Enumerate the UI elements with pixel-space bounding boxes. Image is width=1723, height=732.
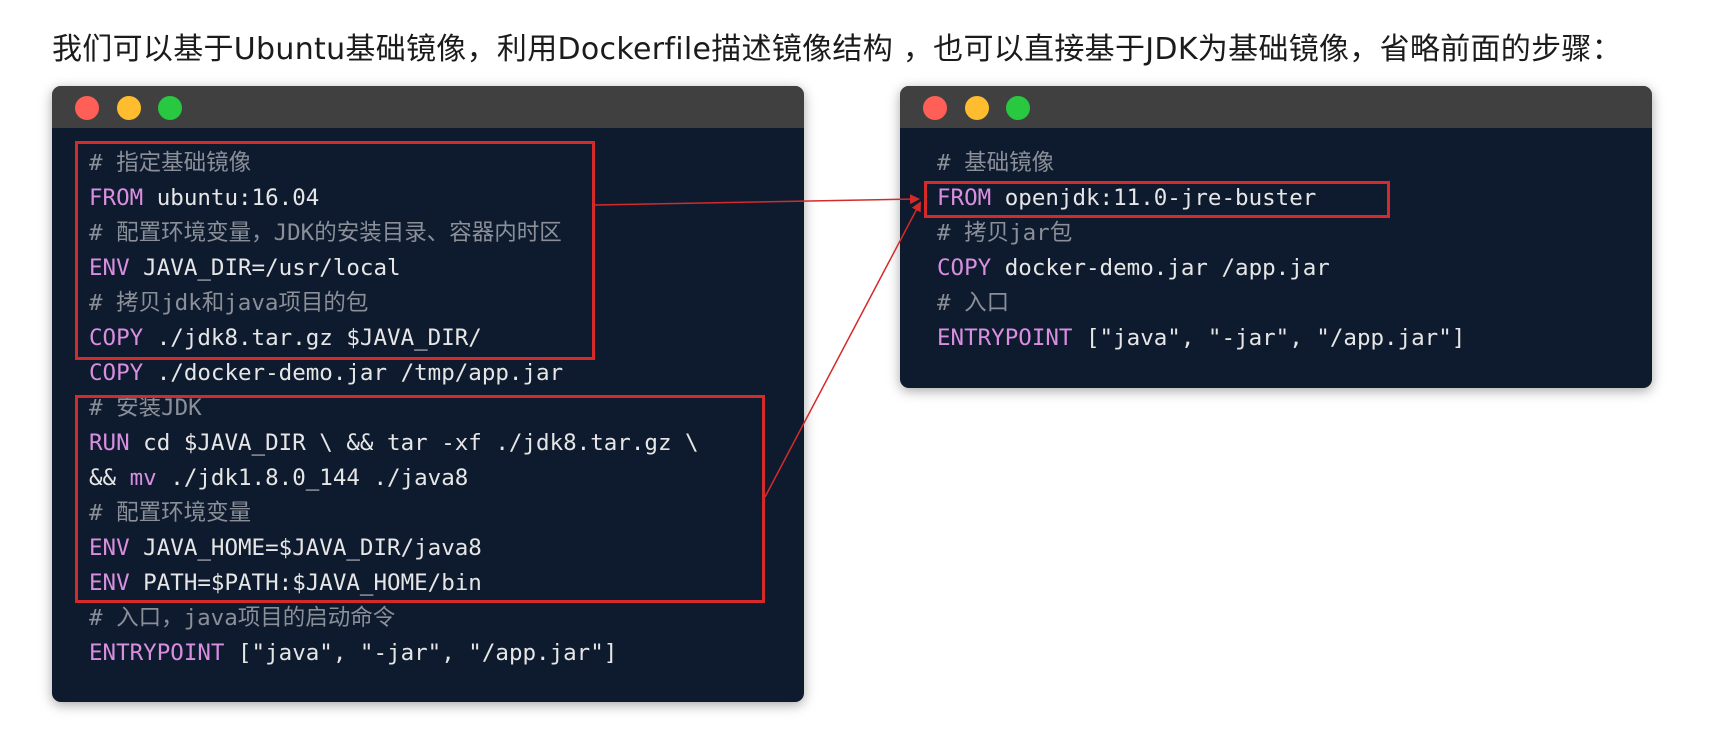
code-block: # 基础镜像 FROM openjdk:11.0-jre-buster # 拷贝… (937, 146, 1465, 356)
code-line-comment: # 入口，java项目的启动命令 (89, 605, 396, 631)
code-line-comment: # 指定基础镜像 (89, 150, 252, 176)
close-dot-icon[interactable] (923, 96, 947, 120)
code-line-comment: # 配置环境变量 (89, 500, 252, 526)
keyword: ENV (89, 255, 130, 281)
close-dot-icon[interactable] (75, 96, 99, 120)
code-line: COPY docker-demo.jar /app.jar (937, 255, 1330, 281)
code-line: ENTRYPOINT ["java", "-jar", "/app.jar"] (937, 325, 1466, 351)
keyword: ENTRYPOINT (937, 325, 1073, 351)
window-titlebar (900, 86, 1652, 128)
code-line: FROM openjdk:11.0-jre-buster (937, 185, 1317, 211)
maximize-dot-icon[interactable] (158, 96, 182, 120)
keyword: mv (129, 465, 157, 491)
code-line: ENV JAVA_DIR=/usr/local (89, 255, 401, 281)
keyword: ENV (89, 535, 130, 561)
minimize-dot-icon[interactable] (117, 96, 141, 120)
keyword: COPY (89, 360, 144, 386)
keyword: FROM (937, 185, 992, 211)
maximize-dot-icon[interactable] (1006, 96, 1030, 120)
keyword: ENTRYPOINT (89, 640, 225, 666)
keyword: ENV (89, 570, 130, 596)
code-line: FROM ubuntu:16.04 (89, 185, 320, 211)
code-line-comment: # 配置环境变量，JDK的安装目录、容器内时区 (89, 220, 562, 246)
keyword: COPY (937, 255, 992, 281)
minimize-dot-icon[interactable] (965, 96, 989, 120)
keyword: RUN (89, 430, 130, 456)
code-line-comment: # 入口 (937, 290, 1010, 316)
code-line: && mv ./jdk1.8.0_144 ./java8 (89, 465, 469, 491)
code-line: ENTRYPOINT ["java", "-jar", "/app.jar"] (89, 640, 618, 666)
dockerfile-jdk-window: # 基础镜像 FROM openjdk:11.0-jre-buster # 拷贝… (900, 86, 1652, 388)
code-line-comment: # 安装JDK (89, 395, 202, 421)
code-line: COPY ./docker-demo.jar /tmp/app.jar (89, 360, 564, 386)
page-heading: 我们可以基于Ubuntu基础镜像，利用Dockerfile描述镜像结构 ，也可以… (52, 32, 1622, 67)
dockerfile-ubuntu-window: # 指定基础镜像 FROM ubuntu:16.04 # 配置环境变量，JDK的… (52, 86, 804, 702)
code-line-comment: # 拷贝jar包 (937, 220, 1073, 246)
code-line-comment: # 拷贝jdk和java项目的包 (89, 290, 369, 316)
code-line: RUN cd $JAVA_DIR \ && tar -xf ./jdk8.tar… (89, 430, 699, 456)
window-titlebar (52, 86, 804, 128)
code-line: ENV PATH=$PATH:$JAVA_HOME/bin (89, 570, 482, 596)
code-line: COPY ./jdk8.tar.gz $JAVA_DIR/ (89, 325, 482, 351)
keyword: FROM (89, 185, 144, 211)
code-line-comment: # 基础镜像 (937, 150, 1055, 176)
code-block: # 指定基础镜像 FROM ubuntu:16.04 # 配置环境变量，JDK的… (89, 146, 699, 671)
keyword: COPY (89, 325, 144, 351)
code-line: ENV JAVA_HOME=$JAVA_DIR/java8 (89, 535, 482, 561)
